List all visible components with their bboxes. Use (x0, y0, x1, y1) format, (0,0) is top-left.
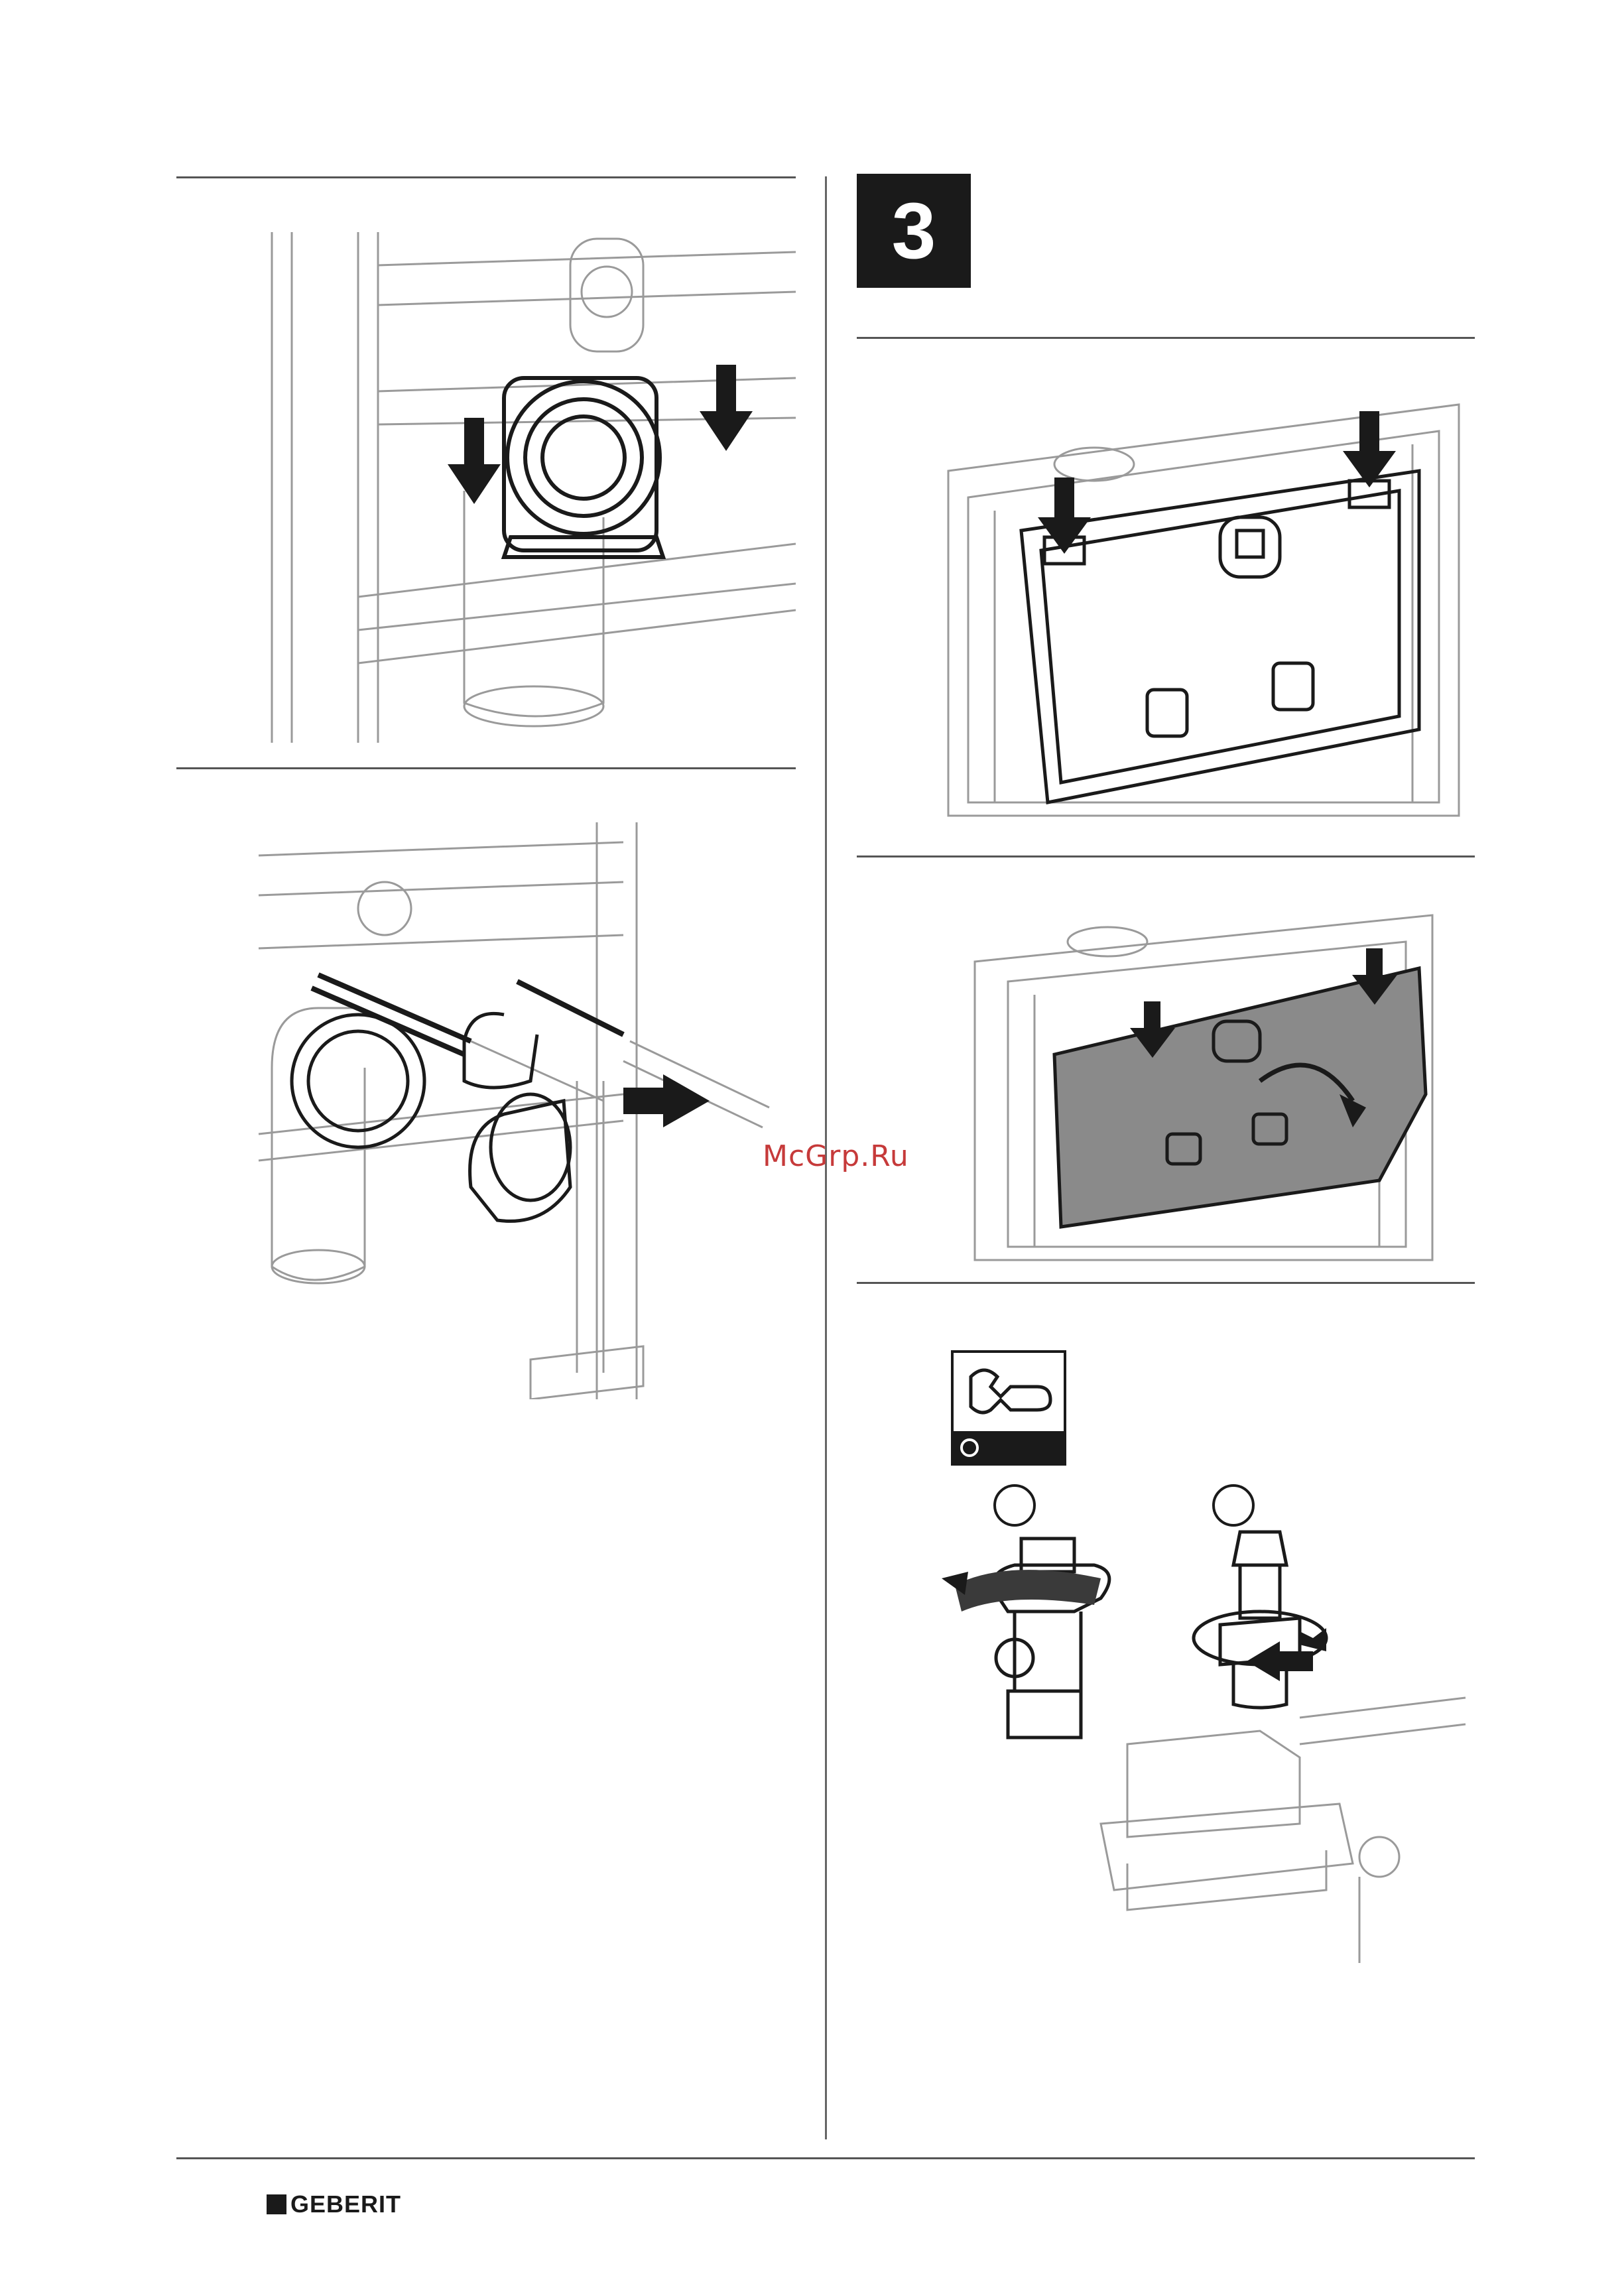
geberit-logo: GEBERIT (267, 2191, 401, 2218)
open-end-wrench-icon (951, 1350, 1066, 1466)
rule-left-middle (176, 767, 796, 769)
rule-left-top (176, 176, 796, 178)
logo-square-icon (267, 2194, 286, 2214)
rule-right-2 (857, 855, 1475, 857)
rule-right-3 (857, 1282, 1475, 1284)
logo-text: GEBERIT (290, 2190, 401, 2218)
frame-mounting-arrows-illustration (265, 225, 796, 749)
cover-plate-install-illustration (942, 391, 1472, 822)
step-number-badge: 3 (857, 174, 971, 288)
rule-right-1 (857, 337, 1475, 339)
cover-plate-rotate-illustration (968, 909, 1446, 1267)
rule-footer (176, 2157, 1475, 2159)
watermark-text: McGrp.Ru (763, 1139, 909, 1173)
valve-tightening-illustration (928, 1479, 1472, 1963)
pipe-insertion-illustration (252, 816, 796, 1399)
step-number: 3 (892, 185, 936, 277)
